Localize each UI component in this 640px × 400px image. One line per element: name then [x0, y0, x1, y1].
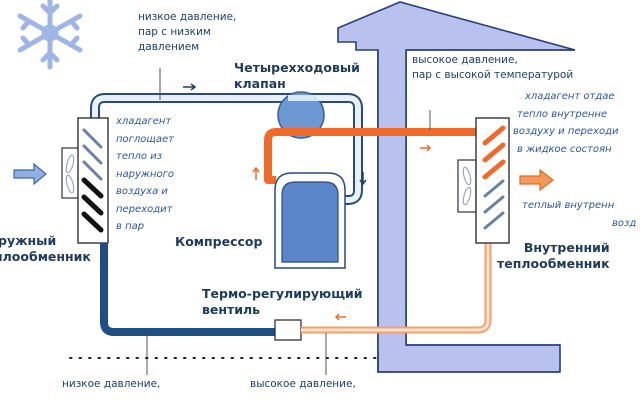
snowflake-icon	[17, 0, 83, 70]
expansion-valve-label: Термо-регулирующий вентиль	[202, 286, 363, 317]
top-low-pressure-label: низкое давление, пар с низким давлением	[138, 11, 237, 53]
outdoor-heat-exchanger	[61, 117, 109, 244]
bottom-high-pressure-label: высокое давление,	[250, 378, 356, 390]
low-pressure-vapor-pipe	[90, 93, 363, 205]
warm-air-arrow-icon	[519, 168, 554, 192]
arrow-down-icon	[359, 172, 367, 186]
high-pressure-liquid-pipe	[301, 243, 492, 334]
bottom-low-pressure-label: низкое давление,	[62, 378, 161, 390]
top-high-pressure-label: высокое давление, пар с высокой температ…	[412, 54, 574, 81]
indoor-note: хладагент отдае тепло внутренне воздуху …	[513, 91, 619, 155]
high-pressure-vapor-pipe	[264, 128, 488, 184]
arrow-right-icon	[183, 83, 197, 91]
four-way-valve-label: Четырехходовый клапан	[234, 60, 360, 91]
four-way-valve	[277, 91, 325, 139]
expansion-valve	[274, 319, 302, 341]
arrow-right-icon	[420, 144, 432, 152]
fan-icon	[65, 154, 75, 194]
indoor-heat-exchanger	[457, 117, 510, 244]
compressor	[274, 172, 346, 269]
indoor-exchanger-label: Внутренний теплообменник	[497, 240, 610, 271]
warm-air-note: теплый внутренн возд	[522, 200, 637, 229]
arrow-right-icon	[13, 162, 47, 186]
compressor-label: Компрессор	[175, 234, 263, 249]
house-outline	[337, 1, 576, 373]
arrow-left-icon	[334, 313, 346, 321]
low-pressure-liquid-pipe	[100, 243, 276, 336]
outdoor-exchanger-label: ружный плообменник	[0, 233, 91, 264]
arrow-up-icon	[252, 166, 260, 180]
outdoor-note: хладагент поглощает тепло из наружного в…	[116, 116, 174, 232]
